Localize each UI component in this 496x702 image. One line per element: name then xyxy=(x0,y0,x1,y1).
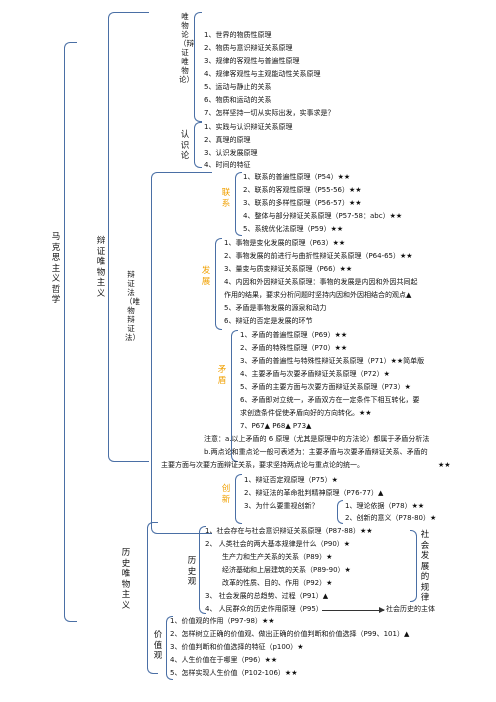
epistemology-item: 1、实践与认识辩证关系原理 xyxy=(204,123,293,131)
development-item: 作用的结果，要求分析问题时坚持内因和外因相结合的观点▲ xyxy=(224,291,412,299)
history-item: 4、 人民群众的历史作用原理（P95） xyxy=(205,605,323,613)
development-item: 5、矛盾是事物发展的源泉和动力 xyxy=(224,304,327,312)
values-item: 3、价值判断和价值选择的特征（p100）★ xyxy=(170,643,304,651)
contradiction-item: 2、矛盾的特殊性原理（P70）★★ xyxy=(240,344,348,352)
epistemology-brace xyxy=(194,122,202,168)
innovation-item: 1、辩证否定观原理（P75）★ xyxy=(244,476,338,484)
innovation-label: 创新 xyxy=(221,484,231,505)
history-item: 2、 人类社会的两大基本规律是什么（P90）★ xyxy=(205,540,351,548)
materialism-item: 2、物质与意识辩证关系原理 xyxy=(204,44,293,52)
root-title: 马克思主义哲学 xyxy=(51,232,61,305)
branch-historical-materialism: 历史唯物主义 xyxy=(121,548,131,611)
epistemology-item: 3、认识发展原理 xyxy=(204,149,258,157)
development-item: 4、内因和外因辩证关系原理：事物的发展是内因和外因共同起 xyxy=(224,278,418,286)
innovation-sub-item: 1、理论依据（P78）★★ xyxy=(345,502,425,510)
history-item: 生产力和生产关系的关系（P89）★ xyxy=(222,553,333,561)
connection-item: 5、系统优化法原理（P59）★★ xyxy=(243,225,344,233)
branch-dialectical-materialism: 辩证唯物主义 xyxy=(96,236,106,299)
note-b-line2: 主要方面与次要方面辩证关系，要求坚持两点论与重点论的统一。 xyxy=(161,461,364,469)
contradiction-item: 1、矛盾的普遍性原理（P69）★★ xyxy=(240,331,348,339)
materialism-item: 1、世界的物质性原理 xyxy=(204,31,272,39)
development-item: 2、事物发展的前进行与曲折性辩证关系原理（P64-65）★★ xyxy=(224,252,413,260)
materialism-label: 唯物论（辩证唯物论） xyxy=(179,12,194,84)
innovation-item: 3、为什么要重视创新？ xyxy=(244,502,319,510)
epistemology-item: 2、真理的原理 xyxy=(204,136,251,144)
law-brace xyxy=(410,530,417,602)
values-brace xyxy=(166,616,173,680)
history-view-label: 历史观 xyxy=(187,556,197,587)
history-item: 经济基础和上层建筑的关系（P89-90）★ xyxy=(222,566,351,574)
connection-item: 2、联系的客观性原理（P55-56）★★ xyxy=(243,186,362,194)
materialism-brace xyxy=(194,12,202,122)
innovation-sub-item: 2、创新的意义（P78-80）★ xyxy=(345,514,437,522)
contradiction-item: 3、矛盾的普遍性与特殊性辩证关系原理（P71）★★简单版 xyxy=(240,357,425,365)
connection-item: 3、联系的多样性原理（P56-57）★★ xyxy=(243,199,362,207)
connection-item: 1、联系的普遍性原理（P54）★★ xyxy=(243,173,351,181)
connection-item: 4、整体与部分辩证关系原理（P57-58：abc）★★ xyxy=(243,212,403,220)
innovation-item: 2、辩证法的革命批判精神原理（P76-77）▲ xyxy=(244,489,384,497)
values-label: 价值观 xyxy=(153,630,163,661)
note-b-star: ★★ xyxy=(438,461,451,469)
history-item: 1、社会存在与社会意识辩证关系原理（P87-88）★★ xyxy=(205,527,373,535)
root-brace xyxy=(64,42,77,622)
contradiction-label: 矛盾 xyxy=(217,365,227,386)
contradiction-brace xyxy=(231,330,238,462)
contradiction-item: 求创造条件促使矛盾向好的方向转化。★★ xyxy=(240,409,372,417)
history-view-brace xyxy=(199,526,206,614)
values-item: 5、怎样实现人生价值（P102-106）★★ xyxy=(170,669,298,677)
social-law-label: 社会发展的规律 xyxy=(420,530,430,603)
connection-brace xyxy=(235,172,242,236)
development-brace xyxy=(215,238,222,330)
materialism-item: 5、运动与静止的关系 xyxy=(204,83,272,91)
development-item: 6、辩证的否定是发展的环节 xyxy=(224,317,313,325)
contradiction-item: 7、P67▲ P68▲ P73▲ xyxy=(240,422,312,430)
development-item: 1、事物是变化发展的原理（P63）★★ xyxy=(224,239,346,247)
contradiction-item: 4、主要矛盾与次要矛盾辩证关系原理（P72）★ xyxy=(240,370,390,378)
values-item: 1、价值观的作用（P97-98）★★ xyxy=(170,617,275,625)
history-item: 3、 社会发展的总趋势、过程（P91）▲ xyxy=(205,592,329,600)
b1-brace xyxy=(108,12,149,462)
epistemology-item: 4、时间的特征 xyxy=(204,161,251,169)
contradiction-item: 5、矛盾的主要方面与次要方面辩证关系原理（P73）★ xyxy=(240,383,411,391)
innovation-brace xyxy=(235,474,242,524)
connection-label: 联系 xyxy=(221,188,231,209)
history-item: 改革的性质、目的、作用（P92）★ xyxy=(222,579,333,587)
dialectics-label: 辩证法（唯物辩证法） xyxy=(125,270,140,342)
b2-brace xyxy=(147,522,158,674)
materialism-item: 6、物质和运动的关系 xyxy=(204,96,272,104)
note-a: 注意：a.以上矛盾的 6 原理（尤其是原理中的方法论）都属于矛盾分析法 xyxy=(204,435,430,443)
development-item: 3、量变与质变辩证关系原理（P66）★★ xyxy=(224,265,353,273)
note-b-line1: b.两点论和重点论一般可表述为：主要矛盾与次要矛盾辩证关系、矛盾的 xyxy=(204,448,428,456)
epistemology-label: 认识论 xyxy=(180,130,190,161)
contradiction-item: 6、矛盾即对立统一，矛盾双方在一定条件下相互转化，要 xyxy=(240,396,420,404)
history-subject-label: 社会历史的主体 xyxy=(386,605,435,613)
materialism-item: 3、规律的客观性与普遍性原理 xyxy=(204,57,300,65)
materialism-item: 4、规律客观性与主观能动性关系原理 xyxy=(204,70,321,78)
development-label: 发展 xyxy=(201,266,211,287)
innovation-sub-brace xyxy=(337,500,343,524)
values-item: 4、人生价值在于哪里（P96）★★ xyxy=(170,656,278,664)
values-item: 2、怎样树立正确的价值观、做出正确的价值判断和价值选择（P99、101）▲ xyxy=(170,630,410,638)
arrow-icon xyxy=(322,607,385,613)
materialism-item: 7、怎样坚持一切从实际出发，实事求是？ xyxy=(204,109,335,117)
dialectics-brace xyxy=(151,172,212,534)
